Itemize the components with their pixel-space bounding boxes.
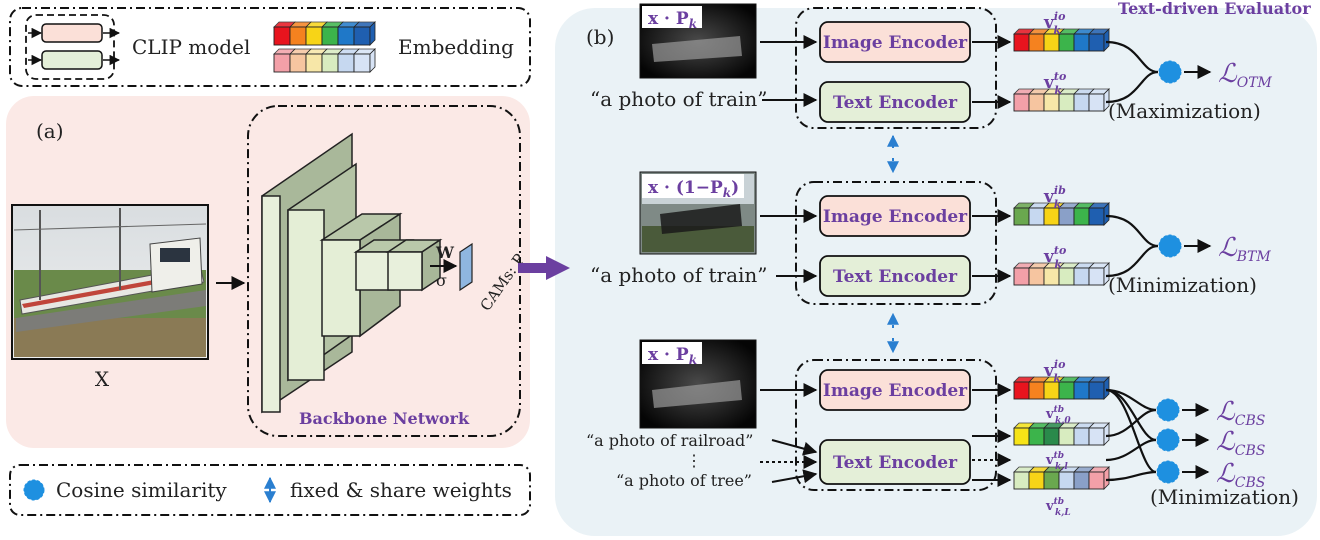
encoder-output-arrows [972,35,1012,487]
row3-text-embedding-L [1013,466,1110,490]
row1-clip-frame [795,7,997,129]
row3-text-embedding-0 [1013,422,1110,446]
cosine-similarity-label: Cosine similarity [56,478,227,502]
backbone-layers [261,132,443,414]
row1-image-encoder-label: Image Encoder [823,33,968,53]
row3-text-encoder-label: Text Encoder [833,453,958,473]
fixed-share-weights-label: fixed & share weights [290,478,512,502]
row3-image-encoder [819,369,971,411]
legend-embedding-pastel [273,48,376,73]
row1-caption-box [642,6,702,28]
row1-image-encoder [819,21,971,63]
loss-arrows [1182,65,1212,479]
row2-cosine-node [1158,234,1182,258]
loss-otm: ℒOTM [1218,59,1273,91]
row3-masked-image [639,339,757,429]
legend-bottom: Cosine similarity fixed & share weights [9,464,531,516]
sigma-label: σ [436,271,447,290]
panel-transition-arrow [518,256,570,280]
row2-image-encoder [819,195,971,237]
row2-text-encoder-label: Text Encoder [833,267,958,287]
encoder-input-arrows [760,35,818,484]
row1-image-embedding [1013,28,1110,52]
row2-image-encoder-label: Image Encoder [823,207,968,227]
loss-btm: ℒBTM [1218,233,1271,265]
legend-embedding-colored [273,21,376,46]
panel-b-tag: (b) [586,25,614,49]
row3-cosine-node-c [1156,460,1180,484]
weight-w-label: W [435,243,455,262]
row1-prompt: “a photo of train” [590,87,768,111]
row3-prompt-dots: ⋮ [686,451,702,470]
loss-cbs-a: ℒCBS [1216,397,1265,429]
row2-text-embedding [1013,262,1110,286]
row2-prompt: “a photo of train” [590,263,768,287]
row2-objective: (Minimization) [1108,273,1257,297]
similarity-curves [1105,40,1159,482]
loss-cbs-c: ℒCBS [1216,459,1265,491]
row1-cosine-node [1158,60,1182,84]
cams-map [459,242,473,292]
row3-image-caption: x · Pk [648,345,697,367]
row1-text-encoder-label: Text Encoder [833,93,958,113]
loss-cbs-b: ℒCBS [1216,427,1265,459]
row1-text-embedding [1013,88,1110,112]
row2-text-encoder [819,255,971,297]
row2-image-caption: x · (1−Pk) [648,178,739,200]
legend-embedding-pastel-bar [273,48,376,73]
input-x-label: X [95,367,110,391]
row3-objective: (Minimization) [1150,485,1299,509]
input-train-photo [11,204,209,360]
row3-image-embedding [1013,376,1110,400]
legend-image-encoder-swatch [41,23,103,43]
panel-a-tag: (a) [36,119,64,143]
legend-text-encoder-swatch [41,50,103,70]
row3-prompt-a: “a photo of railroad” [586,431,753,450]
evaluator-label: Text-driven Evaluator [1118,0,1311,18]
legend-embedding-colored-bar [273,21,376,46]
cosine-similarity-icon [23,479,45,501]
row3-caption-box [642,342,702,364]
embedding-vectors [1013,28,1110,490]
embedding-label: Embedding [398,35,514,59]
row3-image-encoder-label: Image Encoder [823,381,968,401]
row1-image-caption: x · Pk [648,9,697,31]
clip-model-label: CLIP model [132,35,250,59]
cosine-nodes [1156,60,1182,484]
row1-objective: (Maximization) [1108,99,1261,123]
legend-top: CLIP model Embedding [9,7,531,87]
row2-image-embedding [1013,202,1110,226]
row3-prompt-b: “a photo of tree” [616,471,752,490]
backbone-network-label: Backbone Network [299,409,470,428]
row3-cosine-node-a [1156,398,1180,422]
row2-caption-box [642,174,744,198]
row1-text-encoder [819,81,971,123]
row3-clip-frame [795,359,997,491]
row3-text-encoder [819,439,971,485]
row2-clip-frame [795,181,997,305]
row3-cosine-node-b [1156,428,1180,452]
